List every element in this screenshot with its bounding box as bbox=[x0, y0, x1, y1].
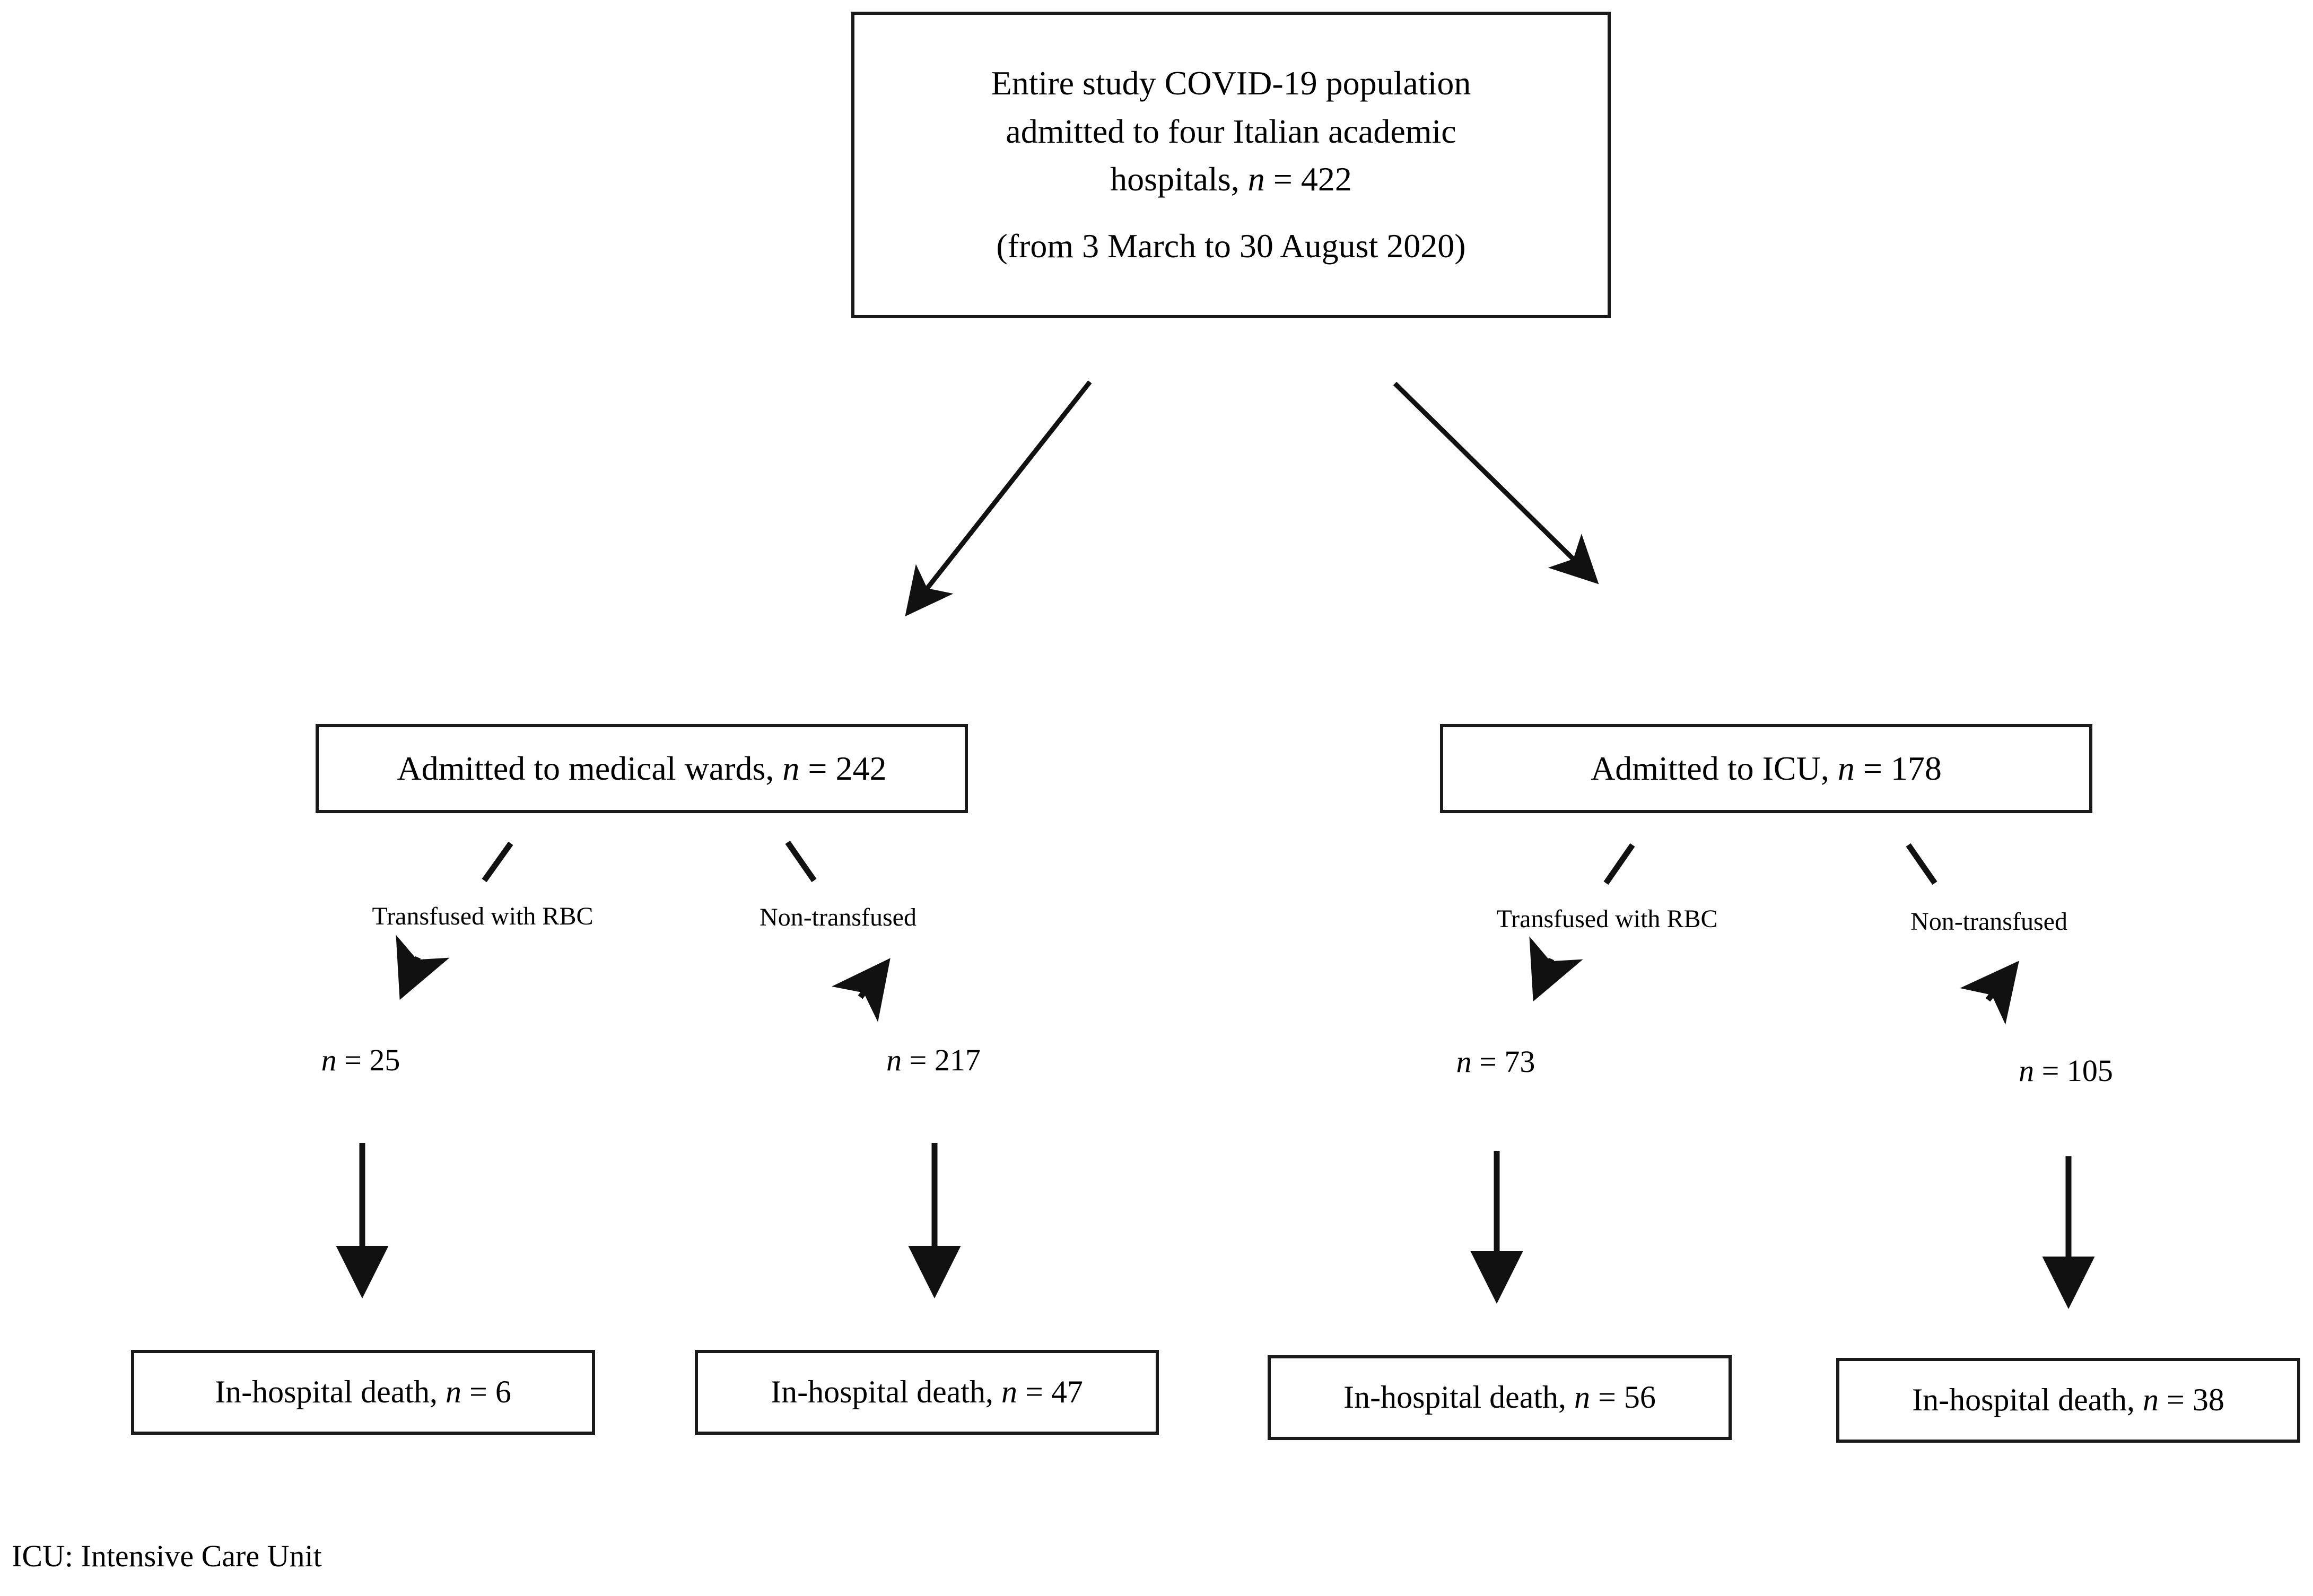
edge-medical-wards-to-transfused bbox=[482, 841, 513, 883]
node-admitted-icu: Admitted to ICU, n = 178 bbox=[1440, 724, 2092, 813]
node-outcome-mw-non-transfused: In-hospital death, n = 47 bbox=[695, 1350, 1159, 1435]
figure-footnote: ICU: Intensive Care Unit bbox=[12, 1539, 322, 1573]
count-mw-non-transfused-n: n bbox=[886, 1043, 902, 1077]
medical-wards-prefix: Admitted to medical wards, bbox=[397, 749, 783, 787]
outcome-icu-transfused-prefix: In-hospital death, bbox=[1343, 1380, 1575, 1415]
root-line-2: admitted to four Italian academic bbox=[1006, 112, 1456, 150]
count-icu-non-transfused-value: = 105 bbox=[2034, 1053, 2113, 1088]
outcome-mw-transfused-n: n bbox=[446, 1374, 462, 1410]
label-icu-non-transfused: Non-transfused bbox=[1910, 908, 2067, 936]
count-mw-transfused: n = 25 bbox=[281, 1042, 440, 1078]
outcome-mw-transfused-prefix: In-hospital death, bbox=[215, 1374, 446, 1410]
icu-value: = 178 bbox=[1854, 749, 1942, 787]
count-icu-transfused: n = 73 bbox=[1416, 1044, 1575, 1079]
count-mw-transfused-value: = 25 bbox=[336, 1043, 400, 1077]
edge-icu-to-transfused bbox=[1603, 843, 1635, 885]
medical-wards-n: n bbox=[782, 749, 800, 787]
count-mw-non-transfused: n = 217 bbox=[843, 1042, 1024, 1078]
outcome-icu-non-transfused-n: n bbox=[2143, 1382, 2159, 1418]
outcome-mw-non-transfused-prefix: In-hospital death, bbox=[771, 1374, 1002, 1410]
count-icu-non-transfused: n = 105 bbox=[1976, 1053, 2156, 1088]
node-study-population: Entire study COVID-19 population admitte… bbox=[851, 12, 1611, 318]
edge-icu-to-non-transfused bbox=[1906, 843, 1937, 885]
outcome-mw-transfused-value: = 6 bbox=[461, 1374, 511, 1410]
node-outcome-mw-transfused: In-hospital death, n = 6 bbox=[131, 1350, 595, 1435]
root-line-1: Entire study COVID-19 population bbox=[991, 64, 1471, 102]
count-mw-non-transfused-value: = 217 bbox=[902, 1043, 981, 1077]
count-mw-transfused-n: n bbox=[321, 1043, 337, 1077]
root-line-4: (from 3 March to 30 August 2020) bbox=[996, 227, 1466, 265]
medical-wards-value: = 242 bbox=[799, 749, 887, 787]
label-mw-transfused: Transfused with RBC bbox=[372, 902, 593, 930]
count-icu-non-transfused-n: n bbox=[2019, 1053, 2035, 1088]
outcome-icu-transfused-value: = 56 bbox=[1590, 1380, 1656, 1415]
root-spacer bbox=[991, 204, 1471, 222]
node-outcome-icu-transfused: In-hospital death, n = 56 bbox=[1268, 1355, 1732, 1440]
node-admitted-medical-wards: Admitted to medical wards, n = 242 bbox=[316, 724, 968, 813]
label-mw-non-transfused: Non-transfused bbox=[760, 903, 917, 931]
edge-non-transfused-label-to-count-icu bbox=[1960, 961, 2019, 1025]
edge-root-to-medical-wards bbox=[905, 380, 1092, 617]
outcome-mw-non-transfused-n: n bbox=[1001, 1374, 1018, 1410]
root-line-3-prefix: hospitals, bbox=[1110, 160, 1248, 198]
edge-transfused-label-to-count-icu bbox=[1529, 936, 1583, 1002]
icu-n: n bbox=[1837, 749, 1855, 787]
count-icu-transfused-n: n bbox=[1456, 1044, 1472, 1079]
root-line-3-value: = 422 bbox=[1264, 160, 1352, 198]
count-icu-transfused-value: = 73 bbox=[1471, 1044, 1535, 1079]
node-outcome-icu-non-transfused: In-hospital death, n = 38 bbox=[1836, 1358, 2300, 1443]
edge-non-transfused-label-to-count-mw bbox=[832, 958, 891, 1023]
root-line-3-n: n bbox=[1247, 160, 1265, 198]
edge-root-to-icu bbox=[1393, 381, 1599, 585]
edge-medical-wards-to-non-transfused bbox=[785, 840, 817, 883]
outcome-icu-non-transfused-value: = 38 bbox=[2159, 1382, 2224, 1418]
outcome-icu-non-transfused-prefix: In-hospital death, bbox=[1912, 1382, 2143, 1418]
icu-prefix: Admitted to ICU, bbox=[1591, 749, 1838, 787]
edge-transfused-label-to-count-mw bbox=[396, 935, 450, 1000]
label-icu-transfused: Transfused with RBC bbox=[1496, 905, 1718, 933]
outcome-icu-transfused-n: n bbox=[1574, 1380, 1591, 1415]
outcome-mw-non-transfused-value: = 47 bbox=[1017, 1374, 1083, 1410]
